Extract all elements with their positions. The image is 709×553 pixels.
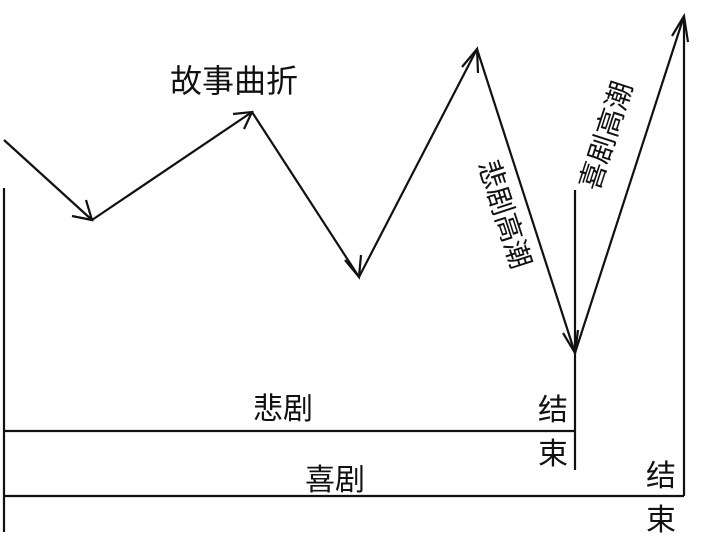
tragedy-end-char2: 束 xyxy=(538,437,568,472)
tragedy-end-char1: 结 xyxy=(538,393,568,428)
plot-arrows xyxy=(3,12,690,357)
arrow-segment-6-comedy xyxy=(573,15,686,354)
story-twists-label: 故事曲折 xyxy=(170,62,298,100)
arrowhead-4 xyxy=(461,46,480,74)
tragedy-climax-label: 悲剧高潮 xyxy=(471,156,537,273)
arrow-segment-1 xyxy=(3,139,93,221)
arrow-segment-3 xyxy=(251,111,360,278)
comedy-end-char1: 结 xyxy=(646,459,676,494)
tragedy-label: 悲剧 xyxy=(253,392,313,427)
arrowhead-2 xyxy=(232,110,254,130)
comedy-climax-label: 喜剧高潮 xyxy=(573,77,639,194)
arrowhead-5 xyxy=(562,329,580,357)
arrowhead-1 xyxy=(71,199,94,222)
comedy-label: 喜剧 xyxy=(305,463,365,498)
arrow-segment-5-tragedy xyxy=(475,48,577,354)
timeline-lines xyxy=(2,18,686,532)
arrowhead-6 xyxy=(671,12,690,43)
comedy-end-char2: 束 xyxy=(646,503,676,538)
arrow-segment-2 xyxy=(91,111,253,221)
arrowhead-3 xyxy=(344,254,363,280)
arrow-segment-4 xyxy=(358,48,478,278)
